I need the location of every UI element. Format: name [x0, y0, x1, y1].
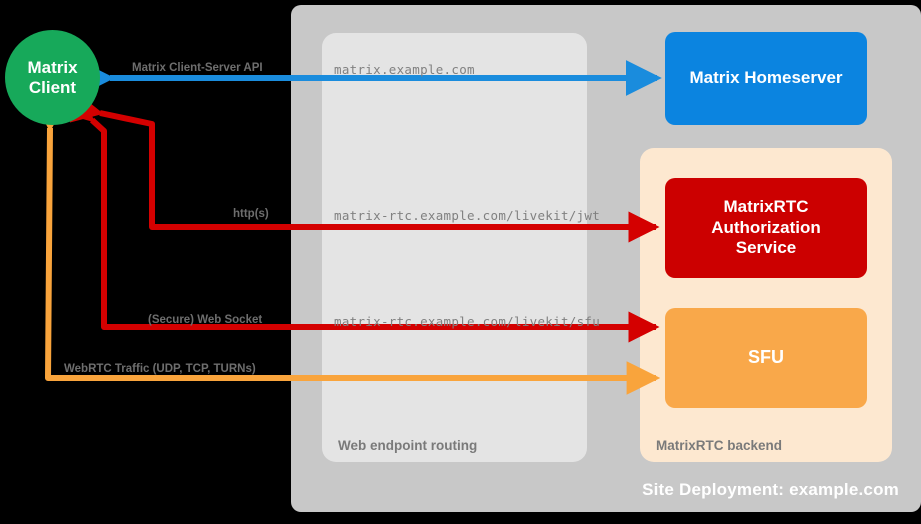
node-matrix-client-line2: Client — [28, 77, 77, 97]
auth-line3: Service — [735, 238, 797, 258]
endpoint-url-matrix: matrix.example.com — [334, 62, 475, 77]
edge-label-http-s: http(s) — [233, 208, 269, 220]
edge-livekit-sfu — [61, 89, 660, 343]
node-matrix-client[interactable]: Matrix Client — [5, 30, 100, 125]
edge-label-secure-web-socket: (Secure) Web Socket — [148, 314, 263, 326]
endpoint-url-livekit-sfu: matrix-rtc.example.com/livekit/sfu — [334, 314, 601, 329]
edge-webrtc-traffic — [33, 98, 661, 395]
panel-caption-matrixrtc-backend: MatrixRTC backend — [656, 438, 783, 453]
panel-caption-site-deployment: Site Deployment: example.com — [642, 480, 899, 499]
node-matrixrtc-authorization-service-label: MatrixRTC Authorization Service — [711, 197, 821, 258]
node-sfu[interactable]: SFU — [665, 308, 867, 408]
node-sfu-label: SFU — [748, 347, 784, 368]
node-matrixrtc-authorization-service[interactable]: MatrixRTC Authorization Service — [665, 178, 867, 278]
node-matrix-client-label: Matrix Client — [27, 58, 77, 97]
auth-line1: MatrixRTC — [723, 197, 809, 217]
auth-line2: Authorization — [711, 217, 821, 237]
node-matrix-homeserver[interactable]: Matrix Homeserver — [665, 32, 867, 125]
node-matrix-homeserver-label: Matrix Homeserver — [689, 68, 843, 88]
endpoint-url-livekit-jwt: matrix-rtc.example.com/livekit/jwt — [334, 208, 601, 223]
edge-label-client-server-api: Matrix Client-Server API — [132, 62, 263, 74]
edge-label-webrtc-traffic: WebRTC Traffic (UDP, TCP, TURNs) — [64, 363, 256, 375]
node-matrix-client-line1: Matrix — [27, 57, 78, 77]
panel-caption-web-endpoint-routing: Web endpoint routing — [338, 438, 478, 453]
